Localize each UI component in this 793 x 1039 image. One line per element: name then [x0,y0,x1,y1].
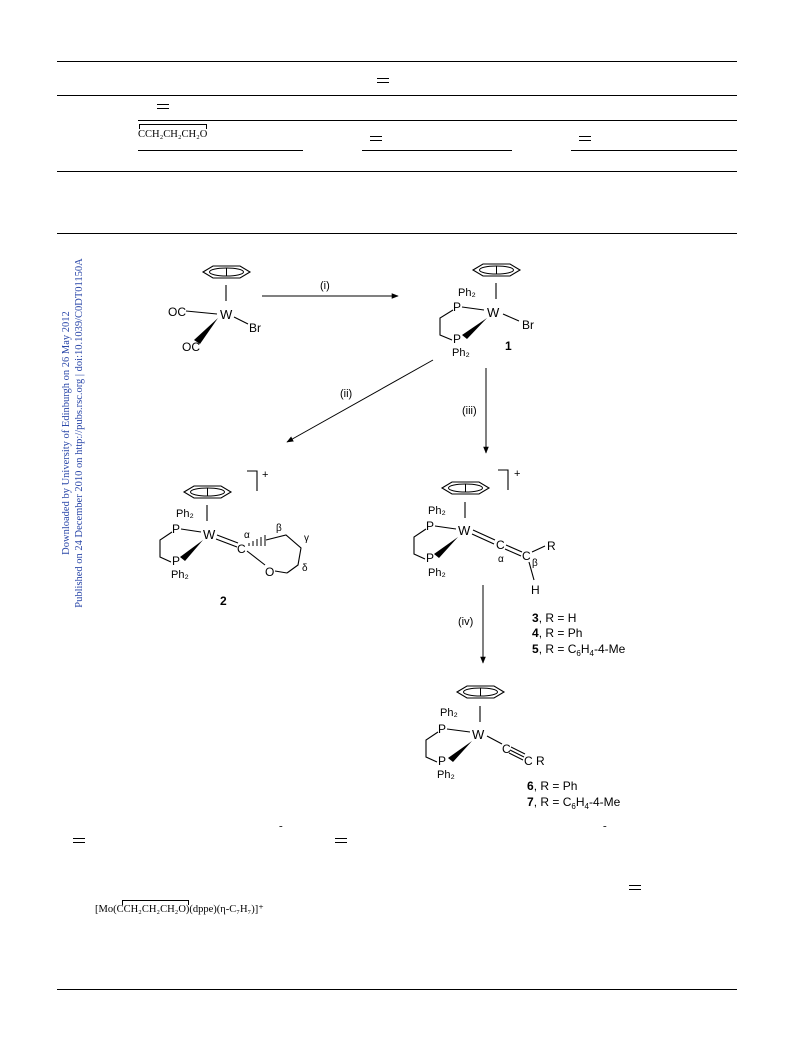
double-bond-symbol [579,136,591,141]
carbene-carbon: C [237,542,246,556]
tungsten-atom: W [487,305,500,320]
tungsten-atom: W [458,523,471,538]
compound-number: 7 [527,795,534,809]
bromide-label: Br [522,318,534,332]
alkynyl-carbon: C [524,754,533,768]
compound-number: 3 [532,611,539,625]
compound-number: 5 [532,642,539,656]
column-rule [571,150,737,151]
substituent-r: R [547,539,556,553]
double-bond-symbol [73,838,85,843]
cycloheptatrienyl-ring [182,485,233,499]
phenyl-label: Ph₂ [458,287,476,299]
svg-text:3, R = H: 3, R = H [532,611,576,625]
svg-text:6, R = Ph: 6, R = Ph [527,779,577,793]
vinylidene-carbon: C [522,549,531,563]
double-bond-symbol [629,885,641,890]
compound-2: + Ph₂ P W P Ph₂ C α O β γ δ 2 [159,469,309,608]
phenyl-label: Ph₂ [452,347,470,359]
reagent-ii-label: (ii) [340,388,352,400]
table-bottom-rule [57,171,737,172]
charge-plus: + [514,468,520,480]
phosphorus-atom: P [453,300,461,314]
phosphorus-atom: P [426,551,434,565]
charge-plus: + [262,469,268,481]
column-rule [362,150,512,151]
compounds-3-5: + Ph₂ P W P Ph₂ C α C β R H 3, R = H 4, … [413,468,626,658]
ring-bracket [139,124,207,129]
table-top-rule [57,61,737,62]
tungsten-atom: W [472,727,485,742]
svg-text:4, R = Ph: 4, R = Ph [532,626,582,640]
alpha-label: α [498,554,504,565]
phenyl-label: Ph₂ [171,569,189,581]
table-header-rule [57,95,737,96]
column-rule [138,150,303,151]
reagent-iv-label: (iv) [458,616,473,628]
substituent-r: R [536,754,545,768]
starting-complex: W OC OC Br [168,265,261,354]
phosphorus-atom: P [438,722,446,736]
double-bond-symbol [335,838,347,843]
svg-text:5, R = C6H4-4-Me: 5, R = C6H4-4-Me [532,642,626,658]
table-sub-rule [138,120,737,121]
svg-text:7, R = C6H4-4-Me: 7, R = C6H4-4-Me [527,795,621,811]
cycloheptatrienyl-ring [471,263,522,277]
compound-list: 3, R = H 4, R = Ph 5, R = C6H4-4-Me [532,611,626,658]
reaction-arrow-ii [286,359,434,443]
phenyl-label: Ph₂ [428,505,446,517]
substituent-ph: , R = Ph [534,779,578,793]
phosphorus-atom: P [172,554,180,568]
ring-oxygen: O [265,565,274,579]
ring-fragment: CCH₂CH₂CH₂O [138,129,208,140]
alkynyl-carbon: C [502,742,511,756]
phenyl-label: Ph₂ [437,769,455,781]
substituent-h: , R = H [539,611,577,625]
tungsten-atom: W [220,307,233,322]
charge-minus: - [279,820,283,832]
cycloheptatrienyl-ring [201,265,252,279]
beta-label: β [276,523,282,534]
double-bond-symbol [370,136,382,141]
gamma-label: γ [304,533,309,544]
substituent-ph: , R = Ph [539,626,583,640]
phenyl-label: Ph₂ [176,508,194,520]
bromide-label: Br [249,321,261,335]
double-bond-symbol [157,104,169,109]
page-bottom-rule [57,989,737,990]
hydrogen-atom: H [531,583,540,597]
scheme-top-rule [57,233,737,234]
compound-number: 6 [527,779,534,793]
compound-1: Ph₂ P W P Ph₂ Br 1 [439,263,534,359]
reagent-iii-label: (iii) [462,405,477,417]
compound-number: 4 [532,626,539,640]
cycloheptatrienyl-ring [455,685,506,699]
cycloheptatrienyl-ring [440,481,491,495]
molybdenum-formula: [Mo(CCH₂CH₂CH₂O)(dppe)(η-C₇H₇)]⁺ [95,904,264,915]
compound-list: 6, R = Ph 7, R = C6H4-4-Me [527,779,621,811]
carbonyl-label: OC [182,340,200,354]
phenyl-label: Ph₂ [440,707,458,719]
compound-number: 2 [220,594,227,608]
phosphorus-atom: P [438,754,446,768]
phosphorus-atom: P [172,522,180,536]
formula-bracket [122,900,189,905]
compound-number: 1 [505,339,512,353]
tungsten-atom: W [203,527,216,542]
charge-minus: - [603,820,607,832]
phosphorus-atom: P [453,332,461,346]
phenyl-label: Ph₂ [428,567,446,579]
reagent-i-label: (i) [320,280,330,292]
beta-label: β [532,558,538,569]
phosphorus-atom: P [426,519,434,533]
carbonyl-label: OC [168,305,186,319]
vinylidene-carbon: C [496,538,505,552]
delta-label: δ [302,563,308,574]
alpha-label: α [244,530,250,541]
double-bond-symbol [377,78,389,83]
compounds-6-7: Ph₂ P W P Ph₂ C C R 6, R = Ph 7, R = C6H… [425,685,621,811]
